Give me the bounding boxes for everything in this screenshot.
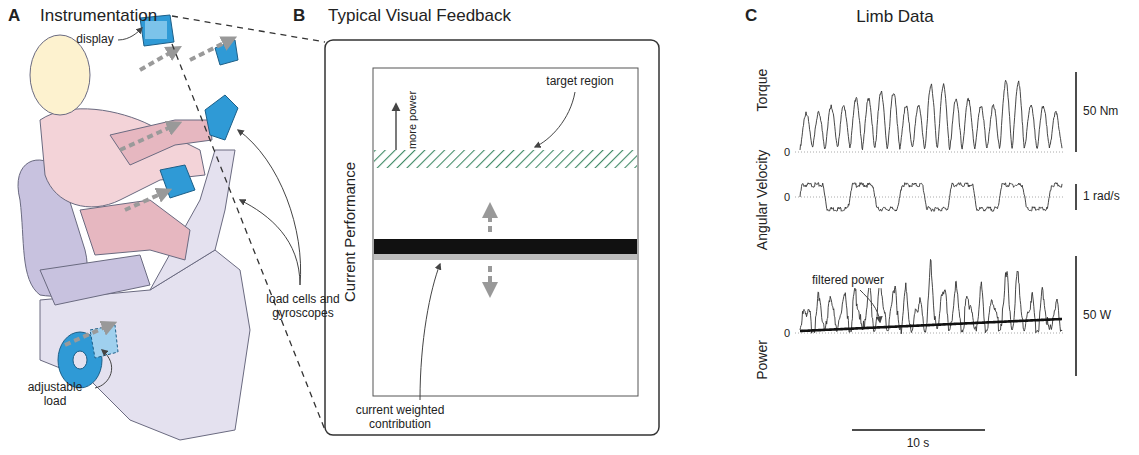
- leader-lines: [95, 28, 301, 388]
- figure-label: Instrumentation: [40, 6, 157, 26]
- figure-label: 0: [784, 327, 790, 340]
- zoom-lines: [172, 16, 325, 430]
- figure-label: adjustable load: [25, 381, 85, 409]
- figure-label: B: [293, 6, 305, 26]
- motion-arrows: [65, 40, 230, 345]
- figure-label: display: [76, 33, 113, 47]
- figure-label: more power: [406, 91, 419, 149]
- figure-label: Limb Data: [856, 7, 933, 27]
- figure-label: Power: [754, 340, 770, 380]
- figure-label: A: [8, 6, 20, 26]
- person-illustration: [18, 15, 250, 440]
- figure-label: 1 rad/s: [1083, 190, 1120, 204]
- figure-label: 50 Nm: [1083, 105, 1118, 119]
- figure-label: 0: [784, 191, 790, 204]
- figure-label: 10 s: [907, 437, 930, 451]
- figure-label: filtered power: [810, 274, 886, 288]
- figure-label: Current Performance: [341, 162, 358, 302]
- figure-label: Angular Velocity: [754, 150, 770, 250]
- figure-label: target region: [544, 75, 615, 89]
- limb-traces: [795, 72, 1076, 430]
- figure-label: Torque: [754, 69, 770, 112]
- figure-label: 50 W: [1083, 309, 1111, 323]
- figure-label: Typical Visual Feedback: [328, 6, 511, 26]
- figure-label: C: [745, 6, 757, 26]
- figure-label: 0: [784, 146, 790, 159]
- figure-label: load cells and gyroscopes: [258, 293, 348, 321]
- figure-label: current weighted contribution: [343, 404, 457, 432]
- display-screen: [325, 40, 659, 435]
